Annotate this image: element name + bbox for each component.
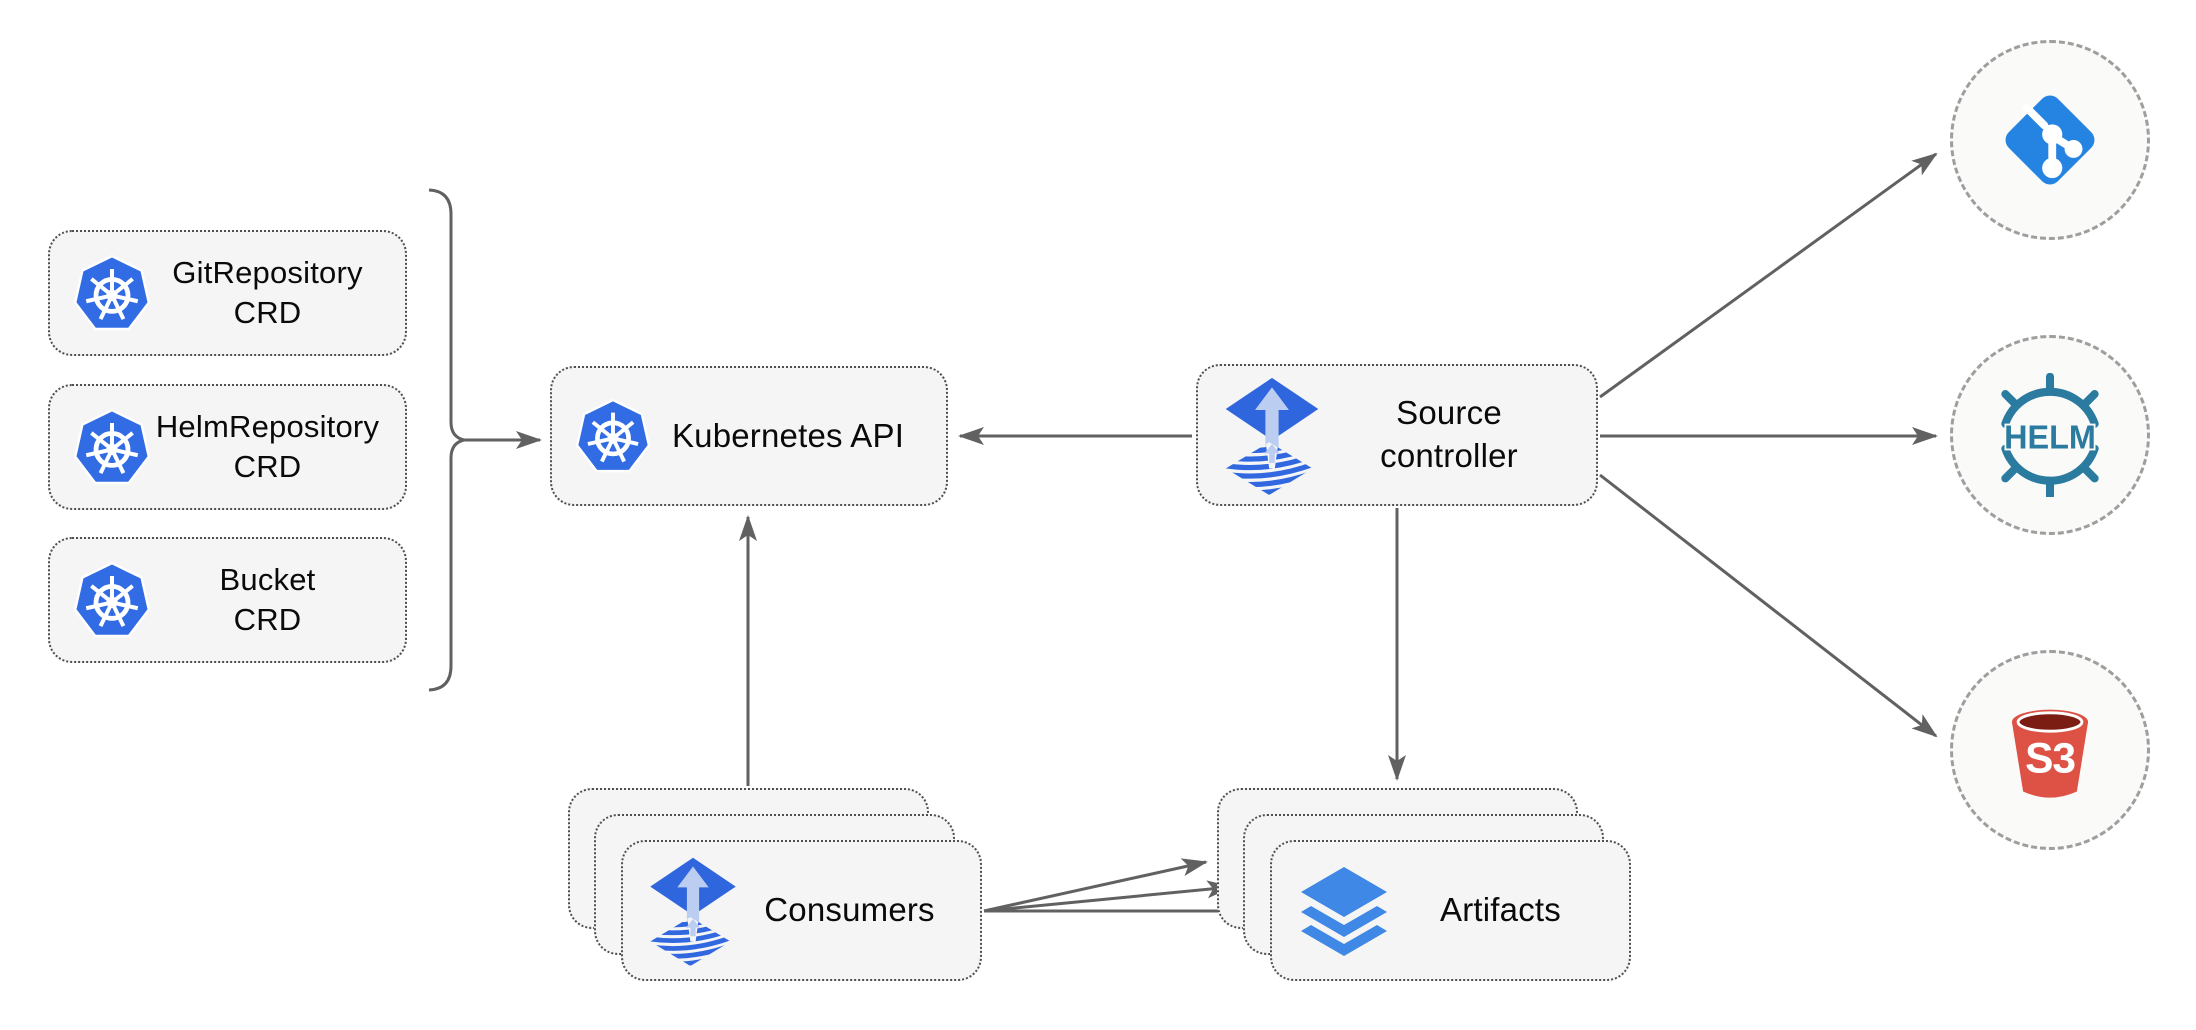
remote-s3: S3 (1950, 650, 2150, 850)
kubernetes-icon (73, 561, 151, 638)
helm-icon: HELM (2001, 373, 2099, 497)
artifacts-stack: Artifacts (1217, 788, 1631, 982)
remote-helm: HELM (1950, 335, 2150, 535)
node-label: Kubernetes API (671, 416, 905, 454)
node-kubernetes-api: Kubernetes API (550, 366, 948, 506)
kubernetes-icon (73, 408, 151, 485)
arrow-source-controller-to-git (1599, 152, 1938, 399)
node-label: HelmRepository CRD (155, 408, 380, 484)
node-gitrepository-crd: GitRepository CRD (48, 230, 407, 356)
flux-icon (650, 857, 736, 966)
node-bucket-crd: Bucket CRD (48, 537, 407, 663)
node-label: GitRepository CRD (172, 254, 363, 330)
node-label: Consumers (764, 891, 935, 929)
node-source-controller: Source controller (1196, 364, 1598, 506)
s3-icon: S3 (2011, 709, 2089, 798)
node-helmrepository-crd: HelmRepository CRD (48, 384, 407, 510)
helm-wordmark: HELM (2004, 420, 2096, 457)
s3-wordmark: S3 (2025, 734, 2075, 782)
kubernetes-icon (575, 398, 651, 473)
node-label: Bucket CRD (219, 561, 316, 637)
node-artifacts: Artifacts (1270, 840, 1631, 981)
consumers-stack: Consumers (568, 788, 982, 982)
arrow-source-controller-to-s3 (1599, 473, 1938, 738)
node-consumers: Consumers (621, 840, 982, 981)
node-label: Source controller (1380, 394, 1518, 474)
arrow-consumers-to-artifacts-2 (983, 880, 1233, 913)
flux-icon (1225, 377, 1319, 495)
crd-group-bracket (428, 188, 465, 692)
node-label: Artifacts (1440, 891, 1561, 929)
kubernetes-icon (73, 254, 151, 331)
remote-git (1950, 40, 2150, 240)
arrow-consumers-to-artifacts-1 (983, 858, 1208, 913)
layers-icon (1301, 866, 1387, 956)
git-icon (2005, 95, 2095, 185)
